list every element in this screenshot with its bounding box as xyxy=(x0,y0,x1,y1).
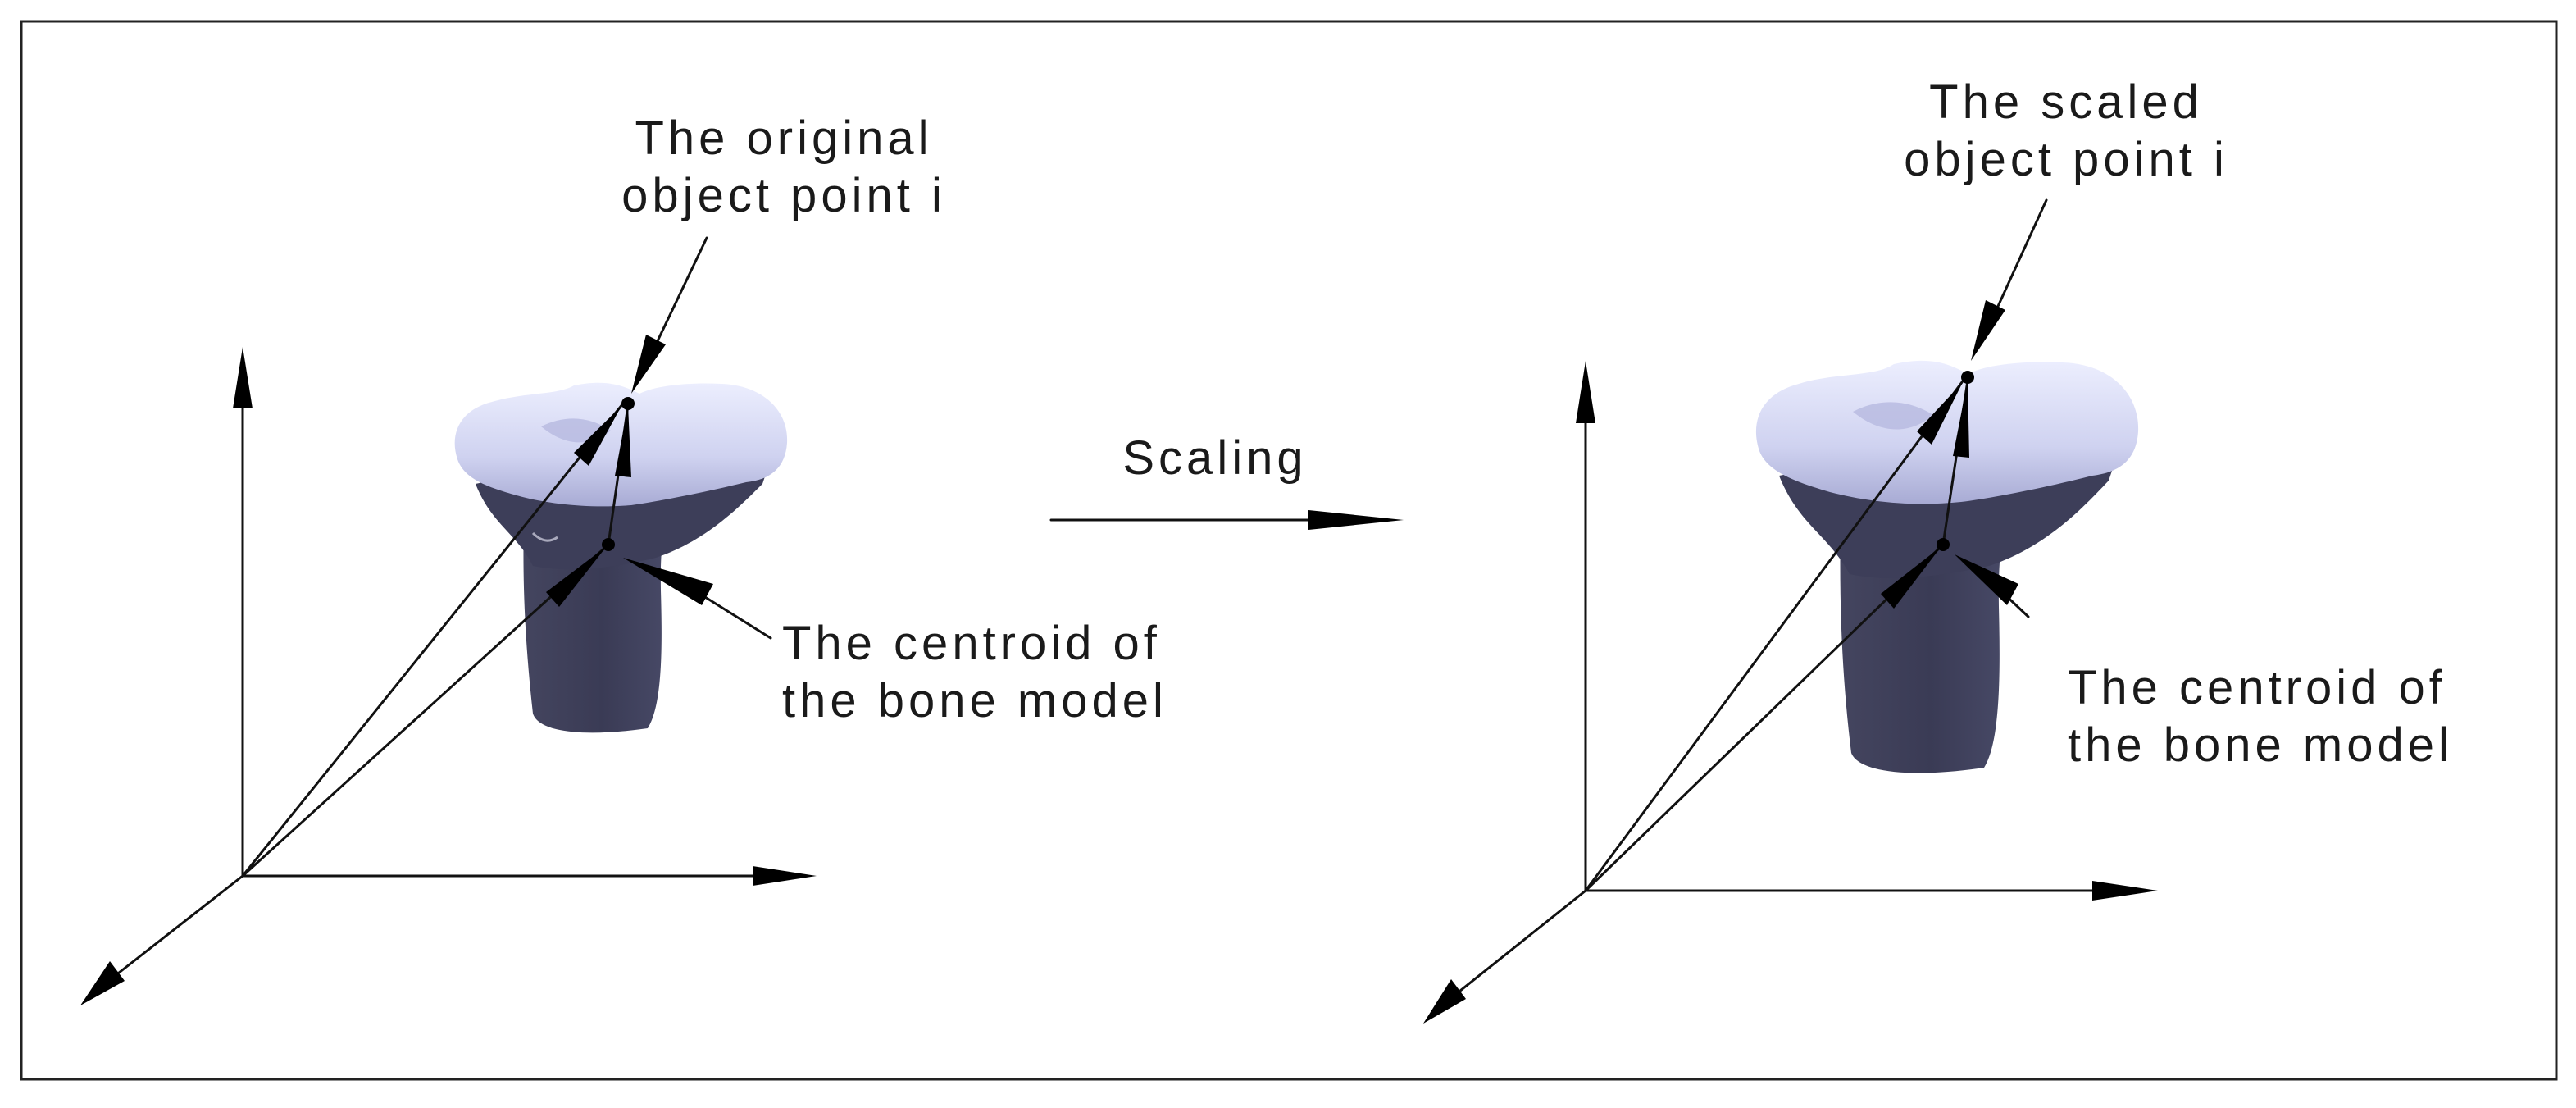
right-coordinate-axes xyxy=(1423,361,2158,1024)
left-vector-to-centroid xyxy=(241,543,610,878)
right-point-leader-arrowhead xyxy=(1971,300,2005,361)
left-centroid-leader-line xyxy=(703,595,772,640)
scaling-arrowhead xyxy=(1308,510,1404,530)
right-axis-depth-arrowhead xyxy=(1423,979,1466,1024)
left-vector-to-point-arrowhead xyxy=(574,406,621,466)
left-coordinate-axes xyxy=(80,347,817,1005)
right-object-point-marker xyxy=(1961,371,1974,384)
left-centroid-leader-arrowhead xyxy=(623,558,713,605)
right-position-vectors xyxy=(1584,371,1974,892)
scaling-label: Scaling xyxy=(1122,431,1307,485)
left-panel: The original object point i The centroid… xyxy=(80,112,1167,1005)
left-centroid-label-line2: the bone model xyxy=(782,674,1167,727)
right-axis-horizontal-arrowhead xyxy=(2092,881,2158,901)
right-bone-model xyxy=(1755,360,2139,773)
right-axis-depth xyxy=(1454,889,1587,996)
left-point-label-line1: The original xyxy=(635,112,932,165)
left-axis-vertical-arrowhead xyxy=(233,347,253,408)
right-vector-to-point xyxy=(1584,377,1966,892)
right-point-leader xyxy=(1971,198,2048,361)
right-centroid-label-line1: The centroid of xyxy=(2068,661,2446,714)
right-vector-to-centroid-arrowhead xyxy=(1881,546,1941,609)
left-vector-to-centroid-arrowhead xyxy=(546,546,607,607)
right-bone-plateau xyxy=(1755,360,2139,504)
right-point-label-line2: object point i xyxy=(1904,133,2228,186)
left-point-leader-line xyxy=(654,236,708,346)
right-point-leader-line xyxy=(1994,198,2048,313)
left-point-leader-arrowhead xyxy=(631,335,666,394)
left-centroid-marker xyxy=(602,538,615,551)
left-vector-centroid-to-point-arrowhead xyxy=(615,405,631,477)
left-position-vectors xyxy=(241,397,635,878)
left-point-leader xyxy=(631,236,708,394)
right-vector-centroid-to-point-arrowhead xyxy=(1953,381,1969,458)
left-point-label-line2: object point i xyxy=(621,169,946,222)
left-axis-depth-arrowhead xyxy=(80,961,125,1005)
left-object-point-marker xyxy=(621,397,635,410)
right-vector-to-centroid xyxy=(1584,543,1945,892)
left-bone-highlight xyxy=(531,531,558,542)
left-bone-model xyxy=(454,382,788,733)
right-centroid-leader xyxy=(1955,554,2030,618)
right-bone-shading xyxy=(1853,402,1933,430)
left-vector-to-point xyxy=(241,402,625,878)
left-centroid-label-line1: The centroid of xyxy=(782,617,1161,670)
right-panel: The scaled object point i The centroid o… xyxy=(1423,75,2453,1024)
figure-border xyxy=(20,20,2558,1081)
left-axis-horizontal-arrowhead xyxy=(753,866,817,886)
scaling-transition: Scaling xyxy=(1049,431,1404,530)
right-axis-vertical-arrowhead xyxy=(1576,361,1595,423)
right-point-label-line1: The scaled xyxy=(1929,75,2203,129)
right-centroid-leader-arrowhead xyxy=(1955,554,2018,605)
right-vector-to-point-arrowhead xyxy=(1917,382,1963,445)
left-axis-depth xyxy=(113,874,244,978)
left-centroid-leader xyxy=(623,558,772,640)
right-centroid-label-line2: the bone model xyxy=(2068,718,2453,772)
right-centroid-marker xyxy=(1937,538,1950,551)
